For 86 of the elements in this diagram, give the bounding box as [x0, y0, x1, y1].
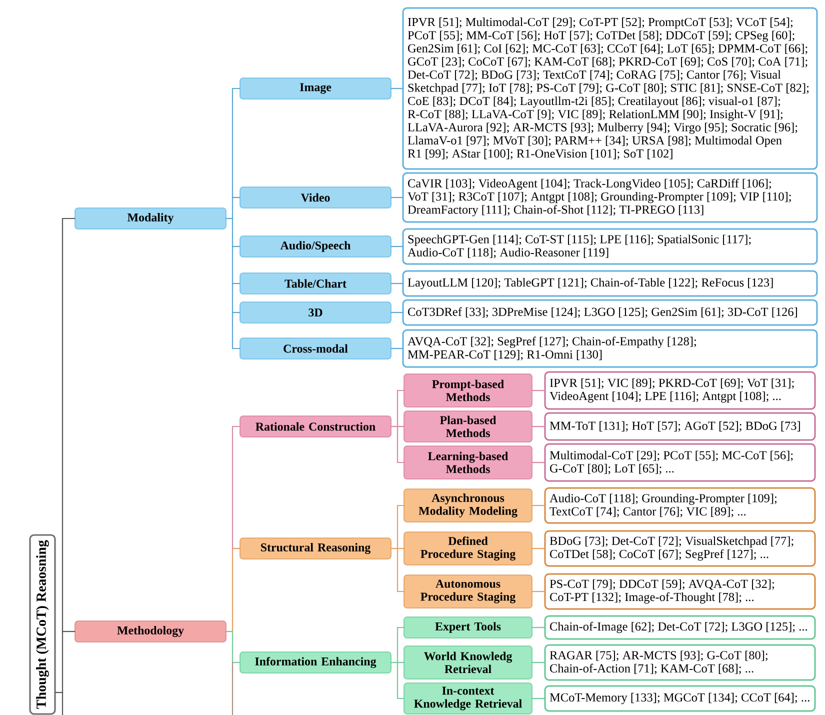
- category-box: Learning-based Methods: [404, 446, 532, 480]
- connector-line: [226, 218, 234, 220]
- connector-line: [232, 282, 234, 314]
- category-box: Rationale Construction: [240, 416, 392, 438]
- connector-line: [390, 282, 403, 284]
- connector-line: [232, 196, 234, 220]
- method-list-box: Audio-CoT [118]; Grounding-Prompter [109]; TextCoT [74]; Cantor [76]; VIC [89]; ...: [544, 487, 816, 524]
- method-list-box: Multimodal-CoT [29]; PCoT [55]; MC-CoT [56]; G-CoT [80]; LoT [65]; ...: [544, 443, 816, 482]
- connector-line: [232, 662, 234, 715]
- category-box: Table/Chart: [240, 272, 392, 294]
- connector-line: [532, 662, 545, 664]
- connector-line: [62, 692, 64, 715]
- category-box: World Knowledg Retrieval: [404, 646, 532, 680]
- method-list-box: BDoG [73]; Det-CoT [72]; VisualSketchpad [77]; CoTDet [58]; CoCoT [67]; SegPref [127]; ...: [544, 530, 816, 567]
- connector-line: [62, 218, 76, 632]
- method-list-box: PS-CoT [79]; DDCoT [59]; AVQA-CoT [32]; CoT-PT [132]; Image-of-Thought [78]; ...: [544, 573, 816, 610]
- connector-line: [532, 548, 545, 550]
- connector-line: [232, 282, 240, 284]
- category-box: 3D: [240, 302, 392, 324]
- connector-line: [232, 246, 234, 284]
- connector-line: [62, 630, 76, 632]
- connector-line: [62, 630, 64, 694]
- method-list-box: SpeechGPT-Gen [114]; CoT-ST [115]; LPE [116]; SpatialSonic [117]; Audio-CoT [118]; Audio-Reasoner [119]: [402, 228, 818, 265]
- connector-line: [396, 626, 404, 664]
- connector-line: [390, 196, 403, 198]
- category-box: Expert Tools: [404, 616, 532, 638]
- method-list-box: Chain-of-Image [62]; Det-CoT [72]; L3GO [125]; ...: [544, 615, 816, 640]
- connector-line: [390, 548, 398, 550]
- connector-line: [532, 426, 545, 428]
- connector-line: [396, 548, 404, 550]
- method-list-box: MM-ToT [131]; HoT [57]; AGoT [52]; BDoG [73]: [544, 412, 816, 441]
- category-box: In-context Knowledge Retrieval: [404, 682, 532, 714]
- connector-line: [232, 218, 234, 248]
- connector-line: [532, 504, 545, 506]
- connector-line: [232, 312, 240, 314]
- category-box: Image: [240, 78, 392, 100]
- connector-line: [532, 462, 545, 464]
- connector-line: [532, 390, 545, 392]
- connector-line: [390, 88, 403, 90]
- category-box: Methodology: [74, 620, 226, 642]
- connector-line: [532, 698, 545, 700]
- connector-line: [396, 390, 404, 428]
- connector-line: [390, 426, 398, 428]
- method-list-box: RAGAR [75]; AR-MCTS [93]; G-CoT [80]; Chain-of-Action [71]; KAM-CoT [68]; ...: [544, 644, 816, 681]
- connector-line: [55, 692, 64, 694]
- connector-line: [232, 246, 240, 248]
- method-list-box: AVQA-CoT [32]; SegPref [127]; Chain-of-Empathy [128]; MM-PEAR-CoT [129]; R1-Omni [130]: [402, 329, 818, 368]
- connector-line: [396, 548, 404, 592]
- connector-line: [396, 662, 404, 664]
- connector-line: [390, 312, 403, 314]
- category-box: Modality: [74, 208, 226, 230]
- method-list-box: CoT3DRef [33]; 3DPreMise [124]; L3GO [125]; Gen2Sim [61]; 3D-CoT [126]: [402, 299, 818, 326]
- method-list-box: MCoT-Memory [133]; MGCoT [134]; CCoT [64]; ...: [544, 685, 816, 712]
- category-box: Information Enhancing: [240, 652, 392, 674]
- connector-line: [232, 312, 240, 350]
- connector-line: [232, 630, 234, 664]
- category-box: Audio/Speech: [240, 236, 392, 258]
- category-box: Video: [240, 186, 392, 208]
- connector-line: [226, 630, 234, 632]
- connector-line: [396, 426, 404, 464]
- method-list-box: LayoutLLM [120]; TableGPT [121]; Chain-of-Table [122]; ReFocus [123]: [402, 270, 818, 297]
- category-box: Defined Procedure Staging: [404, 532, 532, 566]
- method-list-box: IPVR [51]; Multimodal-CoT [29]; CoT-PT [52]; PromptCoT [53]; VCoT [54]; PCoT [55]; MM-CoT [56]; HoT [57]; CoTDet [58]; DDCoT [59]; CPSeg [60]; Gen2Sim [61]; CoI [62]; MC-CoT [63]; CCoT [64]; LoT [65]; DPMM-CoT [66]; GCoT [23]; CoCoT [67]; KAM-CoT [68]; PKRD-CoT [69]; CoS [70]; CoA [71]; Det-CoT [72]; BDoG [73]; TextCoT [74]; CoRAG [75]; Cantor [76]; Visual Sketchpad [77]; IoT [78]; PS-CoT [79]; G-CoT [80]; STIC [81]; SNSE-CoT [82]; CoE [83]; DCoT [84]; Layoutllm-t2i [85]; Creatilayout [86]; visual-o1 [87]; R-CoT [88]; LLaVA-CoT [9]; VIC [89]; RelationLMM [90]; Insight-V [91]; LLaVA-Aurora [92]; AR-MCTS [93]; Mulberry [94]; Virgo [95]; Socratic [96]; LlamaV-o1 [97]; MVoT [30]; PARM++ [34]; URSA [98]; Multimodal Open R1 [99]; AStar [100]; R1-OneVision [101]; SoT [102]: [402, 7, 818, 170]
- connector-line: [390, 662, 398, 664]
- category-box: Cross-modal: [240, 338, 392, 360]
- category-box: Autonomous Procedure Staging: [404, 574, 532, 608]
- connector-line: [232, 662, 240, 664]
- category-box: Asynchronous Modality Modeling: [404, 488, 532, 522]
- connector-line: [396, 426, 404, 428]
- root-label-box: Thought (MCoT) Reaosning: [29, 534, 56, 715]
- category-box: Prompt-based Methods: [404, 374, 532, 408]
- category-box: Structural Reasoning: [240, 538, 392, 560]
- connector-line: [232, 548, 234, 632]
- connector-line: [532, 590, 545, 592]
- connector-line: [232, 196, 240, 198]
- method-list-box: CaVIR [103]; VideoAgent [104]; Track-LongVideo [105]; CaRDiff [106]; VoT [31]; R3CoT [107]; Antgpt [108]; Grounding-Prompter [109]; VIP [110]; DreamFactory [111]; Chain-of-Shot [112]; TI-PREGO [113]: [402, 172, 818, 223]
- connector-line: [232, 548, 240, 550]
- category-box: Plan-based Methods: [404, 410, 532, 442]
- connector-line: [396, 504, 404, 550]
- connector-line: [390, 348, 403, 350]
- connector-line: [390, 246, 403, 248]
- connector-line: [532, 626, 545, 628]
- connector-line: [396, 662, 404, 700]
- connector-line: [232, 88, 240, 198]
- connector-line: [232, 426, 240, 550]
- method-list-box: IPVR [51]; VIC [89]; PKRD-CoT [69]; VoT [31]; VideoAgent [104]; LPE [116]; Antgpt [108]; ...: [544, 371, 816, 410]
